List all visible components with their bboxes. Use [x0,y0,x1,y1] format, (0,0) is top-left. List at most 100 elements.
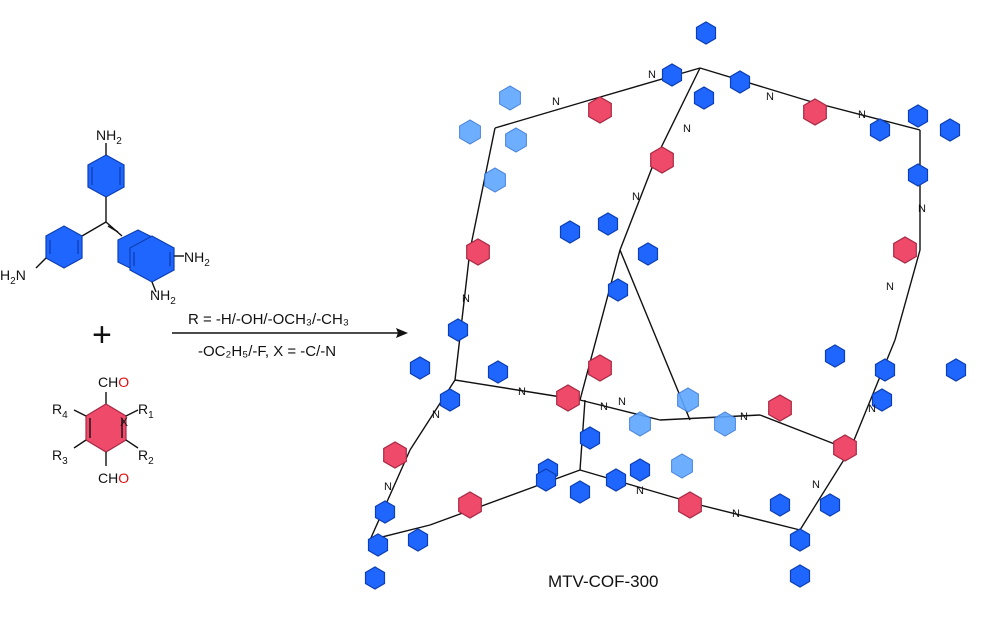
imine-n-label: N [432,409,440,421]
imine-n-label: N [632,191,640,203]
phenyl-ring [729,70,751,94]
phenyl-ring-faded [499,85,521,111]
imine-n-label: N [868,403,876,415]
r2-label: R2 [138,447,154,467]
reaction-arrow [172,328,408,338]
substituted-ring [588,96,612,124]
phenyl-ring [661,63,683,87]
phenyl-ring-faded [629,411,651,437]
substituted-ring [650,146,674,174]
phenyl-ring [907,163,929,187]
phenyl-ring [407,528,429,552]
imine-n-label: N [462,293,470,305]
phenyl-ring [374,500,396,524]
phenyl-ring [789,528,811,552]
bond-line [659,414,761,421]
substituted-ring [803,98,827,126]
phenyl-ring [559,220,581,244]
phenyl-ring-faded [714,411,736,437]
phenyl-ring-faded [484,167,506,193]
plus-sign: + [92,316,112,354]
phenyl-ring [869,118,891,142]
bond-line [494,99,591,129]
amine-label: NH2 [150,287,176,307]
substituted-ring [588,354,612,382]
r1-label: R1 [138,401,154,421]
r4-label: R4 [52,401,68,421]
bond-line [799,449,851,531]
imine-n-label: N [732,508,740,520]
bond-line [469,127,496,251]
product-name: MTV-COF-300 [548,572,659,591]
bond-line [894,249,921,341]
tetraamine-reactant: NH2 H2N NH2 NH2 [0,127,210,307]
phenyl-ring [597,212,619,236]
phenyl-ring [579,426,601,450]
phenyl-ring [945,358,967,382]
r3-label: R3 [52,447,68,467]
aldehyde-label-top: CHO [98,374,129,390]
phenyl-ring [569,480,591,504]
phenyl-ring [789,564,811,588]
phenyl-ring-faded [677,387,699,413]
substituted-ring [458,491,482,519]
phenyl-ring [871,388,893,412]
phenyl-ring [535,468,557,492]
imine-n-label: N [600,401,608,413]
phenyl-ring [607,278,629,302]
phenyl-ring [629,458,651,482]
condition-line-2: -OC₂H₅/-F, X = -C/-N [198,343,336,360]
imine-n-label: N [518,386,526,398]
phenyl-ring [439,388,461,412]
phenyl-ring [637,242,659,266]
phenyl-ring [819,493,841,517]
imine-n-label: N [858,109,866,121]
phenyl-ring [693,86,715,110]
imine-n-label: N [648,69,656,81]
phenyl-ring-faded [459,119,481,145]
bond-line [619,249,691,421]
imine-n-label: N [683,123,691,135]
amine-label: H2N [0,267,26,287]
substituted-ring [383,441,407,469]
imine-n-label: N [766,91,774,103]
phenyl-ring [487,360,509,384]
benzene-ring [45,225,83,269]
bond-line [619,159,656,251]
substituted-ring [466,238,490,266]
imine-n-label: N [812,479,820,491]
phenyl-ring [769,493,791,517]
benzene-ring [87,154,125,198]
substituted-ring [893,236,917,264]
phenyl-ring [605,468,627,492]
amine-label: NH2 [96,127,122,147]
condition-line-1: R = -H/-OH/-OCH₃/-CH₃ [188,311,349,328]
phenyl-ring-faded [671,453,693,479]
substituted-ring [678,491,702,519]
bond-line [429,469,581,526]
dialdehyde-reactant: CHO CHO X R1 R2 R3 R4 [52,374,154,486]
substituted-ring [833,434,857,462]
amine-label: NH2 [184,249,210,269]
imine-n-label: N [740,411,748,423]
bond-line [454,249,471,381]
imine-n-label: N [552,96,560,108]
phenyl-ring [939,118,961,142]
bond-line [579,249,621,401]
bond-line [699,504,801,531]
x-label: X [120,415,128,429]
phenyl-ring [447,318,469,342]
substituted-ring [768,394,792,422]
bond-line [811,101,921,131]
imine-n-label: N [618,396,626,408]
bond-line [369,449,411,541]
aldehyde-label-bottom: CHO [98,470,129,486]
phenyl-ring [409,356,431,380]
bond-line [654,67,701,161]
phenyl-ring [907,104,929,128]
imine-n-label: N [636,485,644,497]
phenyl-ring [695,21,717,45]
phenyl-ring [874,358,896,382]
